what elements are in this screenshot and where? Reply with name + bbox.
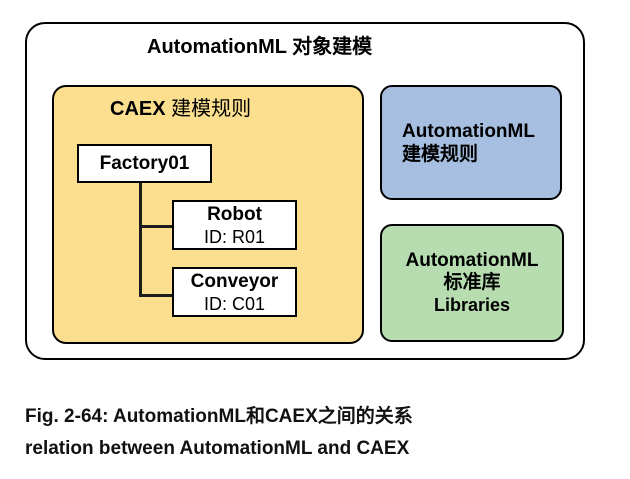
node-conveyor: Conveyor ID: C01 — [172, 267, 297, 317]
rules-box-line1: AutomationML — [402, 120, 535, 142]
node-robot-id: ID: R01 — [203, 227, 266, 247]
caex-title-zh: 建模规则 — [171, 96, 252, 120]
outer-title: AutomationML 对象建模 — [147, 36, 373, 58]
rules-box-line2: 建模规则 — [402, 143, 479, 165]
tree-connector-conveyor-branch — [139, 294, 174, 297]
tree-connector-robot-branch — [139, 225, 174, 228]
node-conveyor-id: ID: C01 — [203, 294, 266, 314]
node-conveyor-label: Conveyor — [190, 271, 279, 292]
libraries-box-line1: AutomationML — [405, 250, 539, 271]
node-robot-label: Robot — [207, 204, 262, 225]
node-factory01: Factory01 — [77, 144, 212, 183]
automationml-object-modeling-container: AutomationML 对象建模 CAEX 建模规则 Factory01 Ro… — [25, 22, 585, 360]
libraries-box-line3: Libraries — [433, 295, 511, 315]
libraries-box-line2: 标准库 — [443, 272, 501, 293]
caex-group-title: CAEX 建模规则 — [110, 92, 251, 121]
automationml-rules-box: AutomationML 建模规则 — [380, 85, 562, 200]
figure-caption: Fig. 2-64: AutomationML和CAEX之间的关系 relati… — [25, 401, 413, 465]
caption-line1: Fig. 2-64: AutomationML和CAEX之间的关系 — [25, 406, 413, 427]
tree-connector-vertical — [139, 183, 142, 297]
caex-title-en: CAEX — [110, 98, 166, 120]
automationml-libraries-box: AutomationML 标准库 Libraries — [380, 224, 564, 342]
caex-group: CAEX 建模规则 Factory01 Robot ID: R01 Convey… — [52, 85, 364, 344]
caption-line2: relation between AutomationML and CAEX — [25, 438, 410, 459]
node-robot: Robot ID: R01 — [172, 200, 297, 250]
